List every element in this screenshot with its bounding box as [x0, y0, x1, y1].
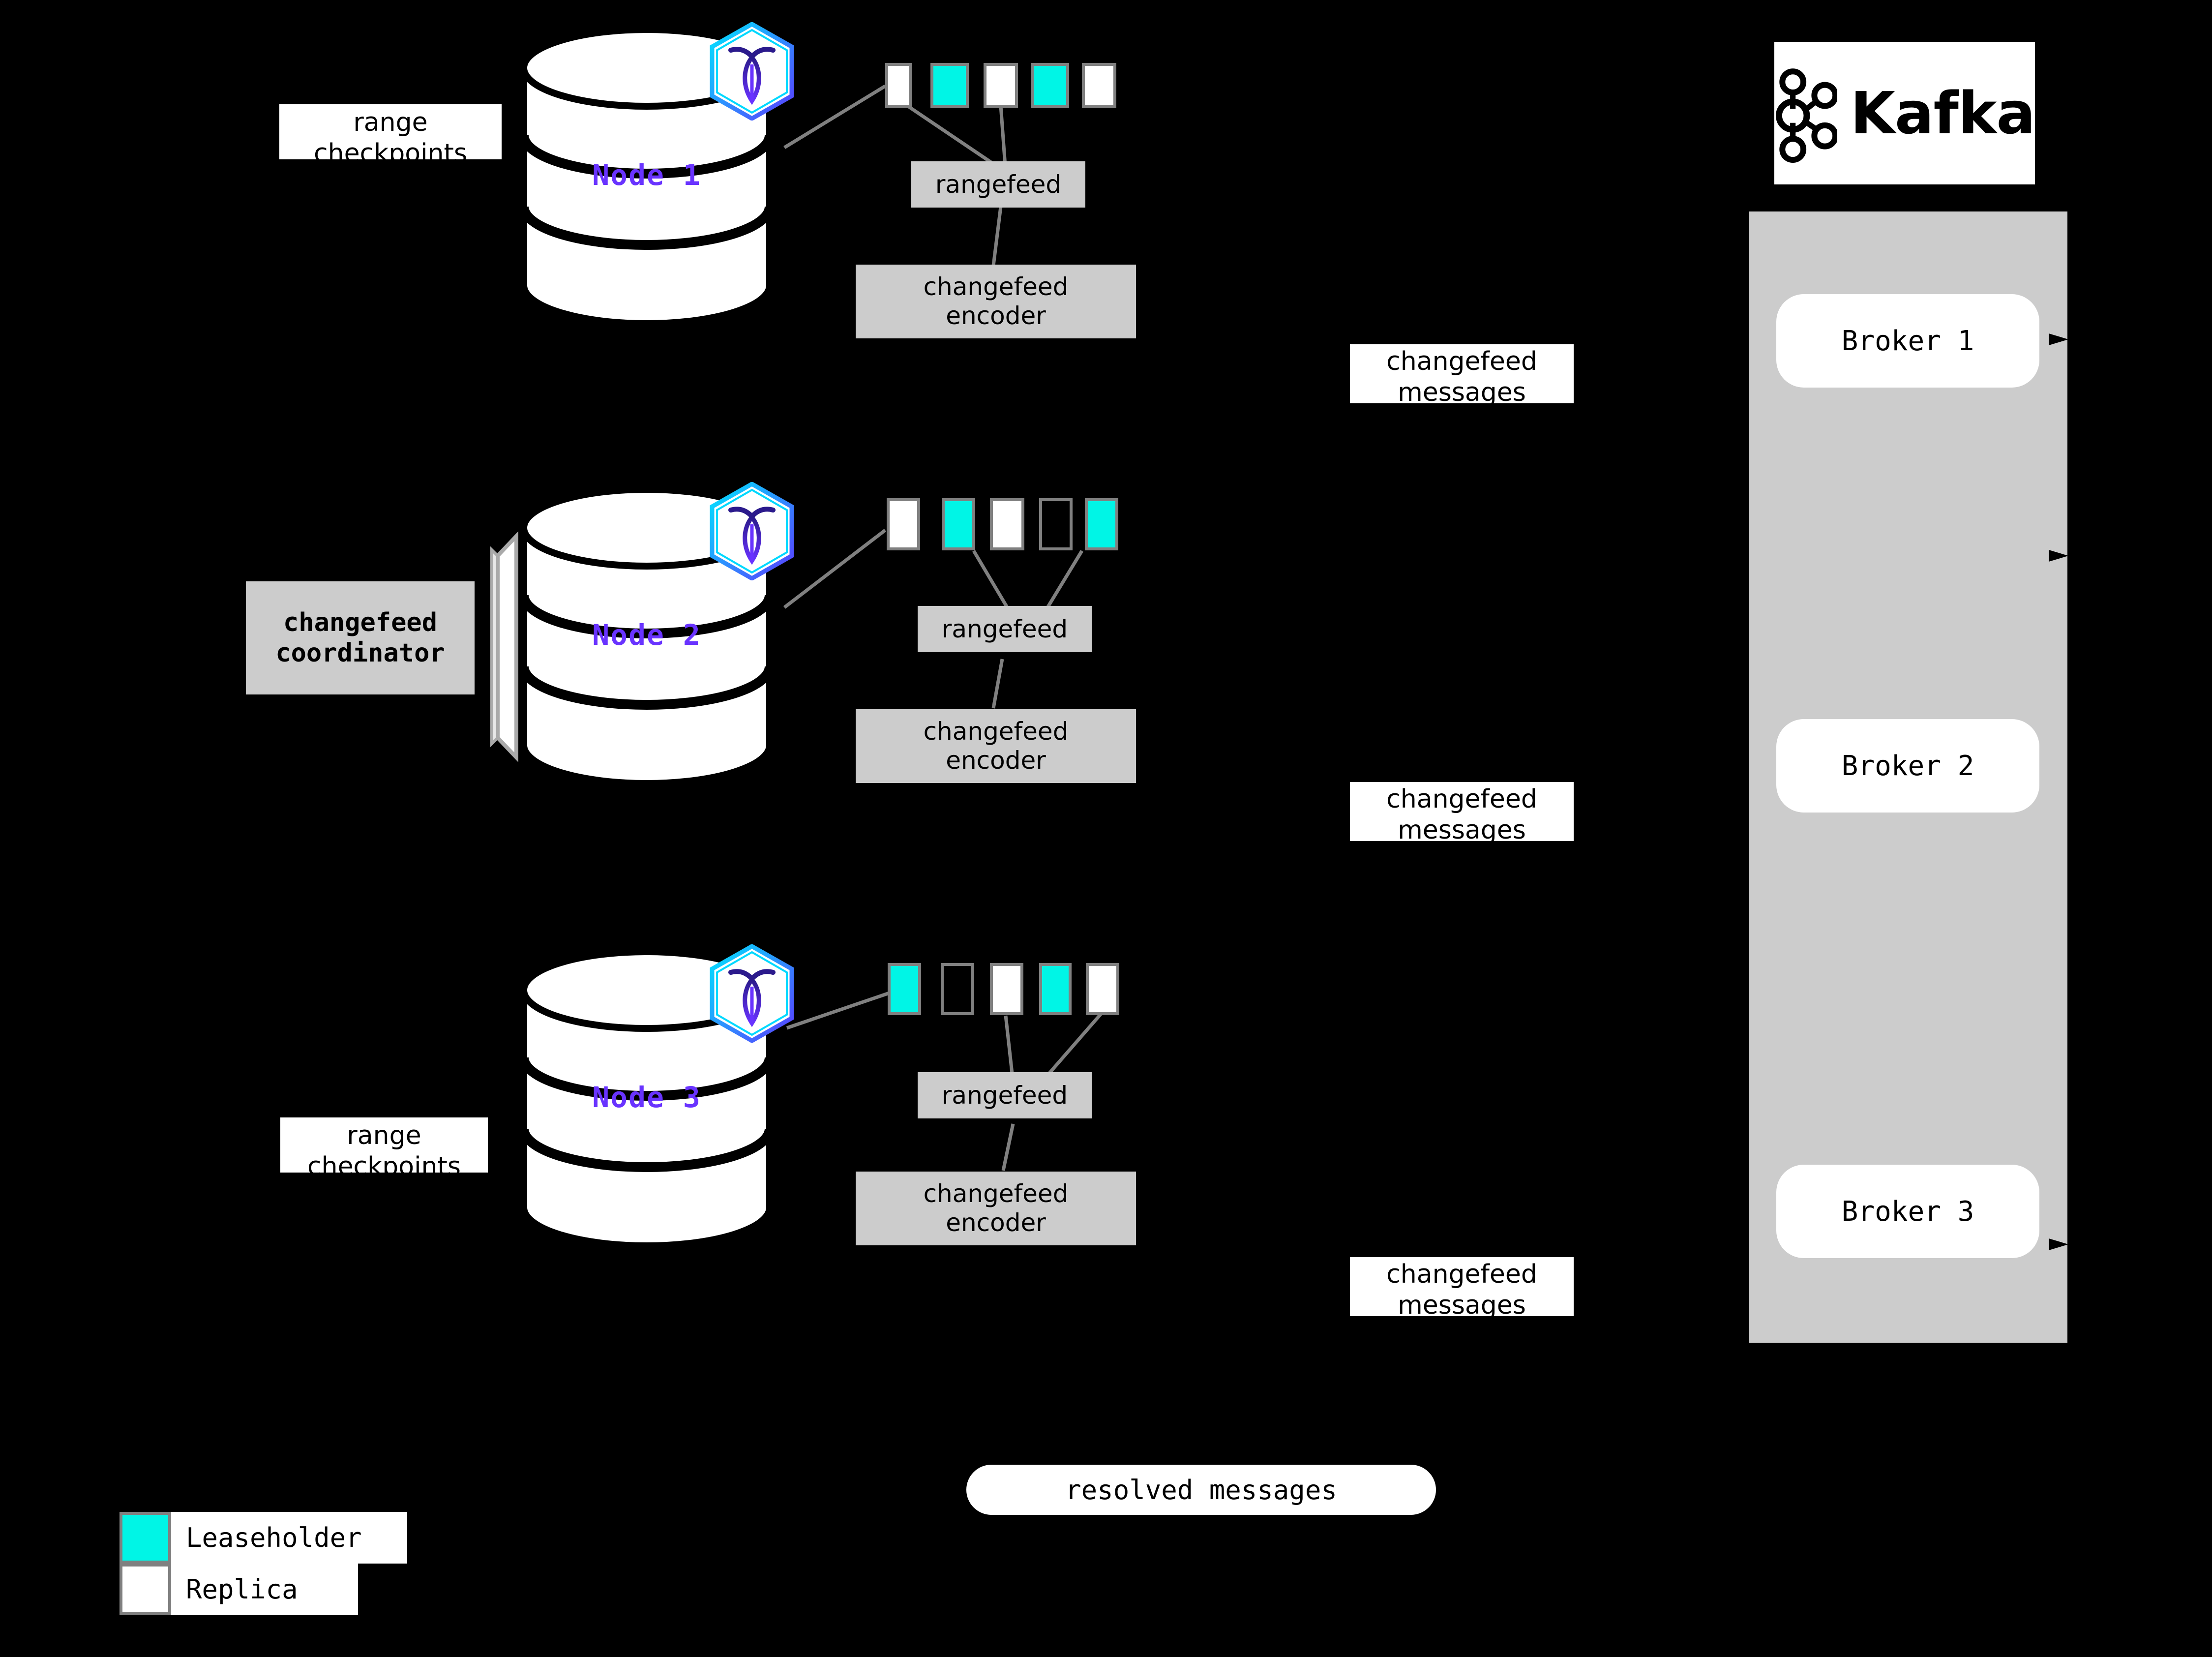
node-1-label: Node 1: [592, 158, 701, 192]
cockroachdb-hexagon-icon: [709, 21, 795, 121]
node-1-changefeed-encoder-box: changefeed encoder: [856, 265, 1136, 338]
connector-node2-rangefeed-encoder: [991, 659, 1004, 709]
range-box: [942, 498, 975, 550]
range-box: [885, 63, 912, 108]
changefeed-messages-label-3: changefeed messages: [1350, 1257, 1574, 1316]
encoder-line-1: changefeed: [923, 1179, 1069, 1208]
range-box: [1085, 498, 1118, 550]
messages-line-2: messages: [1398, 815, 1526, 841]
range-box: [888, 963, 921, 1015]
encoder-line-2: encoder: [946, 746, 1046, 775]
node-3-cylinder-group: Node 3: [516, 952, 777, 1247]
range-box: [941, 963, 974, 1015]
messages-line-1: changefeed: [1386, 1260, 1537, 1289]
cockroachdb-hexagon-icon: [709, 481, 795, 581]
range-checkpoints-line-1: range: [353, 108, 428, 137]
database-cylinder-icon: [519, 952, 775, 1247]
changefeed-messages-label-1: changefeed messages: [1350, 344, 1574, 403]
kafka-nodes-icon: [1775, 68, 1838, 163]
node-1-rangefeed-box: rangefeed: [911, 161, 1085, 208]
range-checkpoints-line-2: checkpoints: [314, 139, 467, 159]
encoder-line-2: encoder: [946, 301, 1046, 330]
node-2-changefeed-encoder-box: changefeed encoder: [856, 709, 1136, 783]
range-box: [990, 498, 1024, 550]
encoder-line-1: changefeed: [923, 272, 1069, 301]
node-3-label: Node 3: [592, 1081, 701, 1114]
messages-line-1: changefeed: [1386, 347, 1537, 376]
range-box: [1031, 63, 1069, 108]
messages-line-2: messages: [1398, 1291, 1526, 1316]
legend-label-replica: Replica: [171, 1564, 358, 1615]
connector-node2-ranges: [783, 529, 887, 609]
messages-line-2: messages: [1398, 378, 1526, 403]
kafka-wordmark: Kafka: [1850, 79, 2035, 147]
node-2-rangefeed-box: rangefeed: [918, 606, 1092, 652]
node-1-cylinder-group: Node 1: [516, 30, 777, 325]
broker-1[interactable]: Broker 1: [1776, 294, 2039, 388]
node-3-changefeed-encoder-box: changefeed encoder: [856, 1172, 1136, 1245]
broker-3[interactable]: Broker 3: [1776, 1165, 2039, 1258]
changefeed-messages-label-2: changefeed messages: [1350, 782, 1574, 841]
range-box: [1082, 63, 1116, 108]
range-box: [1039, 963, 1072, 1015]
broker-2[interactable]: Broker 2: [1776, 719, 2039, 813]
range-checkpoints-line-1: range: [347, 1121, 421, 1150]
node-3-range-checkpoints-label: range checkpoints: [280, 1117, 488, 1173]
connector-node1-ranges: [783, 85, 886, 149]
encoder-line-1: changefeed: [923, 717, 1069, 746]
connector-node3-rangefeed-encoder: [1001, 1123, 1015, 1171]
node-1-range-checkpoints-label: range checkpoints: [279, 104, 502, 159]
connector-node3-rangeB-rangefeed: [1040, 1012, 1103, 1084]
connector-node1-rangefeed-encoder: [991, 206, 1003, 266]
coordinator-line-2: coordinator: [275, 638, 445, 668]
range-box: [930, 63, 969, 108]
node-2-cylinder-group: Node 2: [516, 489, 777, 784]
legend-swatch-leaseholder: [120, 1512, 171, 1564]
legend-swatch-replica: [120, 1564, 171, 1615]
range-checkpoints-line-2: checkpoints: [307, 1152, 461, 1173]
encoder-line-2: encoder: [946, 1208, 1046, 1237]
changefeed-coordinator-box: changefeed coordinator: [246, 581, 475, 694]
messages-line-1: changefeed: [1386, 784, 1537, 814]
kafka-logo: Kafka: [1774, 42, 2035, 184]
range-box: [984, 63, 1018, 108]
resolved-messages-pill: resolved messages: [966, 1465, 1436, 1515]
range-box: [887, 498, 920, 550]
node-2-label: Node 2: [592, 618, 701, 652]
node-3-rangefeed-box: rangefeed: [918, 1072, 1092, 1118]
range-box: [1086, 963, 1119, 1015]
legend-label-leaseholder: Leaseholder: [171, 1512, 407, 1564]
database-cylinder-icon: [519, 489, 775, 784]
range-box: [1039, 498, 1073, 550]
coordinator-line-1: changefeed: [283, 607, 438, 637]
connector-node3-ranges: [786, 989, 896, 1030]
cockroachdb-hexagon-icon: [709, 943, 795, 1044]
database-cylinder-icon: [519, 30, 775, 325]
range-box: [990, 963, 1023, 1015]
